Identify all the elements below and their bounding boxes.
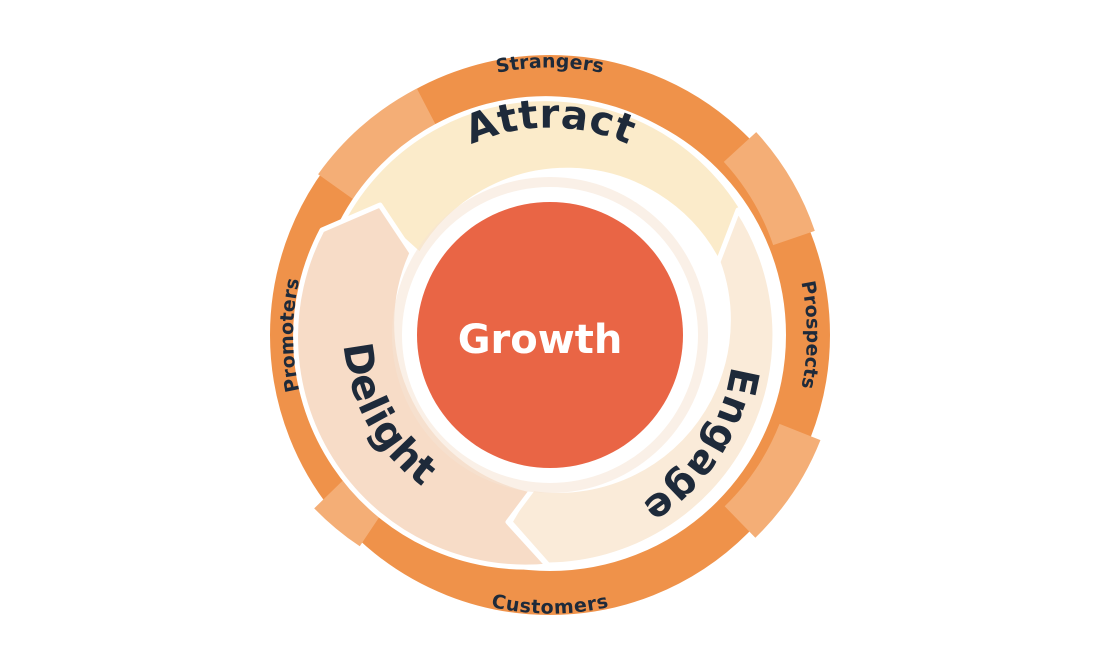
center-label: Growth <box>458 317 623 363</box>
outer-ring-segment-top-left <box>318 88 438 201</box>
stage-attract-arc <box>335 96 761 275</box>
stage-engage-arc <box>507 207 778 568</box>
outer-ring-segment-bottom-left <box>314 477 385 547</box>
outer-ring-segment-bottom-right <box>724 423 821 538</box>
outer-ring <box>270 55 830 615</box>
center-circle <box>417 202 683 468</box>
outer-ring-segment-top-right <box>723 132 815 246</box>
outer-ring-base <box>270 55 830 615</box>
